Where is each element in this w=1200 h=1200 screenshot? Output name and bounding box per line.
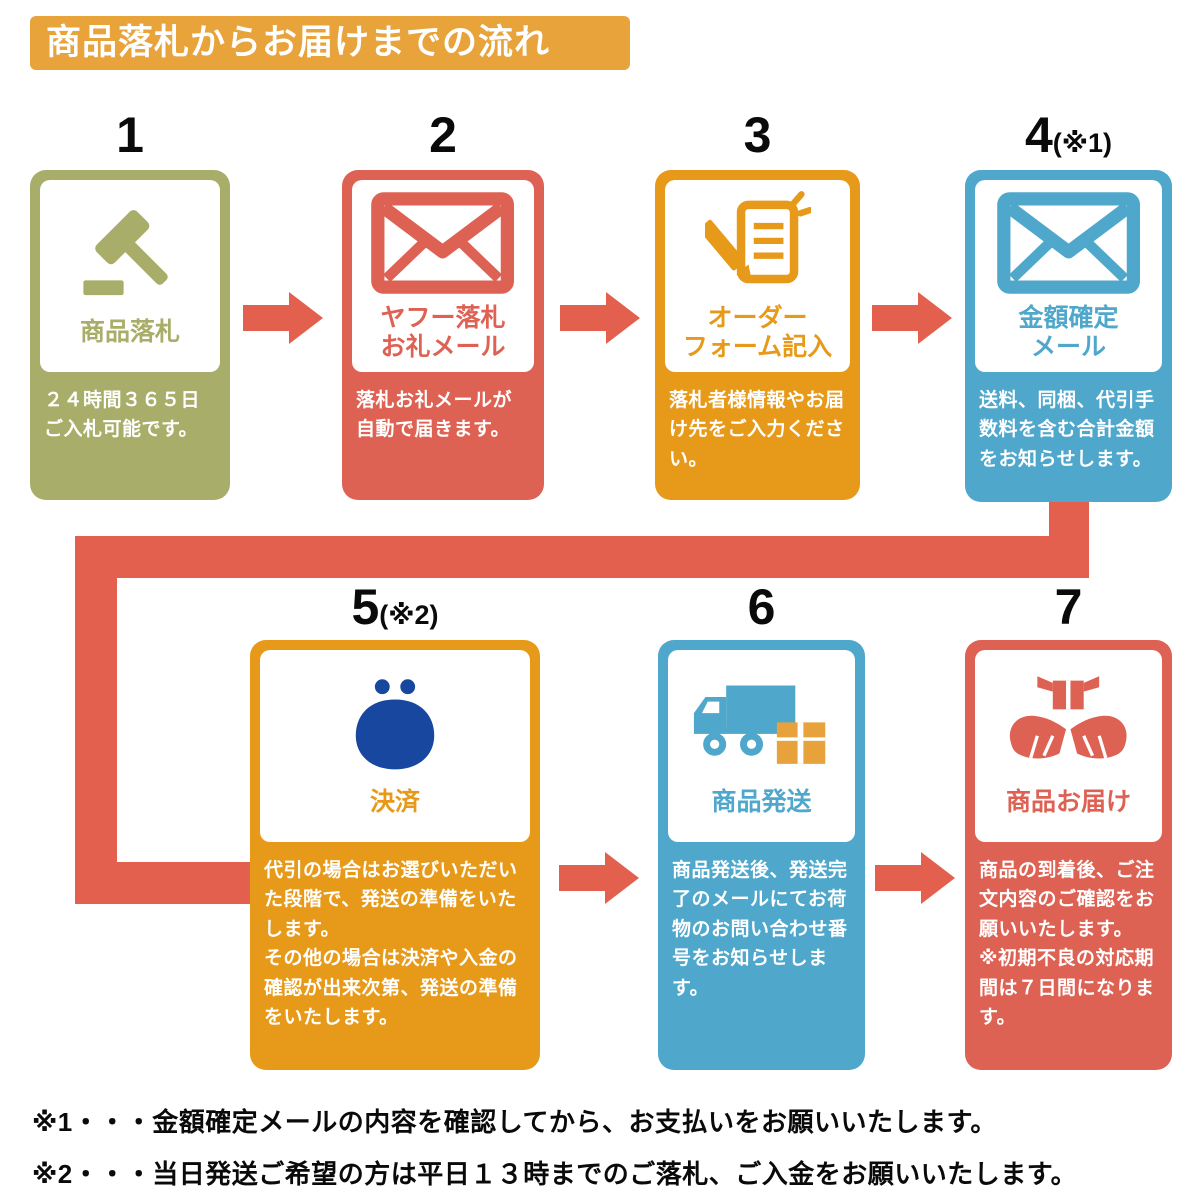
step-label: 商品発送: [711, 788, 812, 817]
step-description: 代引の場合はお選びいただいた段階で、発送の準備をいたします。 その他の場合は決済…: [264, 860, 518, 1029]
step-card-thanks-mail: ヤフー落札 お礼メール 落札お礼メールが自動で届きます。: [342, 170, 544, 500]
step-label: オーダー フォーム記入: [682, 303, 833, 362]
hands-holding-box-icon: [1002, 674, 1135, 780]
flow-connector-segment: [75, 862, 255, 904]
step-card-panel: ヤフー落札 お礼メール: [352, 180, 534, 372]
step-card-shipping: 商品発送 商品発送後、発送完了のメールにてお荷物のお問い合わせ番号をお知らせしま…: [658, 640, 865, 1070]
step-number: 4(※1): [965, 104, 1172, 160]
arrow-right-icon: [560, 292, 640, 344]
step-number: 6: [658, 576, 865, 632]
step-number-value: 6: [747, 579, 776, 635]
step-card-panel: 金額確定 メール: [975, 180, 1162, 372]
arrow-right-icon: [243, 292, 323, 344]
step-number: 5(※2): [250, 576, 540, 632]
step-description: 落札お礼メールが自動で届きます。: [356, 390, 513, 441]
step-number-value: 5: [351, 579, 380, 635]
step-card-auction: 商品落札 ２４時間３６５日ご入札可能です。: [30, 170, 230, 500]
arrow-right-icon: [559, 852, 639, 904]
footnote-1: ※1・・・金額確定メールの内容を確認してから、お支払いをお願いいたします。: [32, 1107, 997, 1137]
step-number-suffix: (※2): [379, 600, 439, 630]
step-description: ２４時間３６５日ご入札可能です。: [44, 390, 201, 441]
arrow-right-icon: [872, 292, 952, 344]
flow-connector-segment: [75, 536, 117, 904]
step-number-value: 3: [743, 107, 772, 163]
step-card-delivery: 商品お届け 商品の到着後、ご注文内容のご確認をお願いいたします。 ※初期不良の対…: [965, 640, 1172, 1070]
order-form-pencil-icon: [704, 190, 811, 296]
step-description: 商品発送後、発送完了のメールにてお荷物のお問い合わせ番号をお知らせします。: [672, 860, 848, 999]
page-title: 商品落札からお届けまでの流れ: [30, 16, 630, 70]
step-number-value: 4: [1024, 107, 1053, 163]
step-number: 7: [965, 576, 1172, 632]
step-card-panel: 商品発送: [668, 650, 855, 842]
step-card-panel: 決済: [260, 650, 530, 842]
arrow-right-icon: [875, 852, 955, 904]
step-card-panel: 商品お届け: [975, 650, 1162, 842]
step-label: 商品落札: [79, 318, 180, 347]
step-card-price-mail: 金額確定 メール 送料、同梱、代引手数料を含む合計金額をお知らせします。: [965, 170, 1172, 502]
gavel-icon: [77, 204, 183, 310]
step-description: 落札者様情報やお届け先をご入力ください。: [669, 390, 845, 470]
flow-connector-segment: [75, 536, 1089, 578]
envelope-icon: [995, 190, 1142, 296]
footnote-2: ※2・・・当日発送ご希望の方は平日１３時までのご落札、ご入金をお願いいたします。: [32, 1159, 1078, 1189]
step-number: 1: [30, 104, 230, 160]
step-number-value: 2: [429, 107, 457, 163]
step-card-panel: オーダー フォーム記入: [665, 180, 850, 372]
step-description: 送料、同梱、代引手数料を含む合計金額をお知らせします。: [979, 390, 1155, 470]
step-description: 商品の到着後、ご注文内容のご確認をお願いいたします。 ※初期不良の対応期間は７日…: [979, 860, 1155, 1029]
step-label: 決済: [369, 788, 420, 817]
step-number-suffix: (※1): [1052, 128, 1113, 158]
envelope-icon: [369, 190, 516, 296]
step-label: 商品お届け: [1005, 788, 1131, 817]
step-card-order-form: オーダー フォーム記入 落札者様情報やお届け先をご入力ください。: [655, 170, 860, 500]
delivery-truck-icon: [687, 674, 837, 780]
step-label: ヤフー落札 お礼メール: [380, 303, 506, 362]
step-number-value: 1: [116, 107, 144, 163]
step-card-payment: 決済 代引の場合はお選びいただいた段階で、発送の準備をいたします。 その他の場合…: [250, 640, 540, 1070]
step-number-value: 7: [1054, 579, 1083, 635]
coin-purse-icon: [342, 674, 448, 780]
step-number: 2: [342, 104, 544, 160]
step-label: 金額確定 メール: [1018, 303, 1119, 362]
step-card-panel: 商品落札: [40, 180, 220, 372]
step-number: 3: [655, 104, 860, 160]
